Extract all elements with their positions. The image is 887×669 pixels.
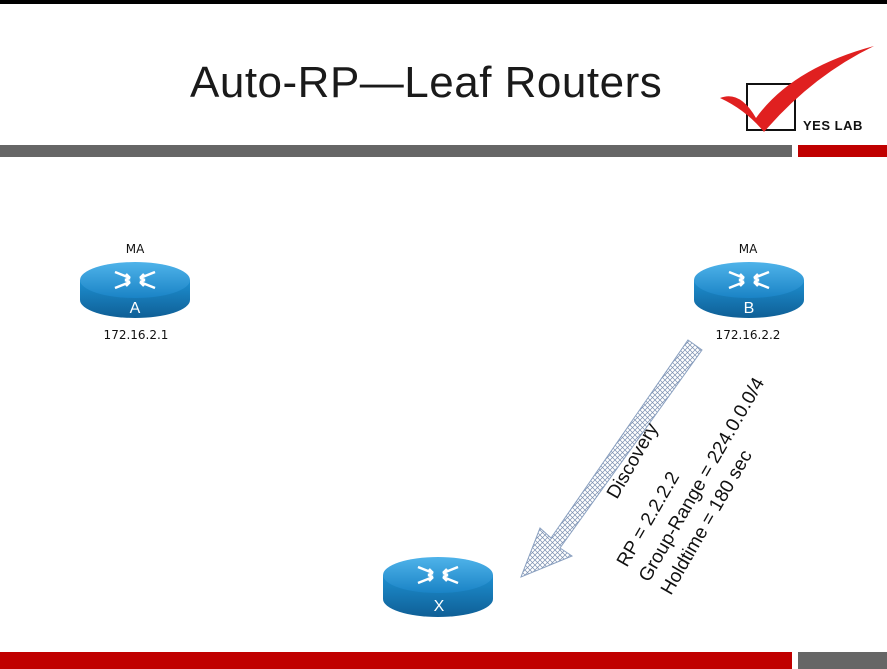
logo-text: YES LAB xyxy=(803,118,863,133)
router-x-icon xyxy=(383,557,493,617)
router-a-role: MA xyxy=(125,242,145,256)
discovery-arrow xyxy=(520,339,703,578)
header-bar-red xyxy=(798,145,887,157)
router-x-letter: X xyxy=(433,598,445,615)
router-a-icon xyxy=(80,262,190,318)
router-b-role: MA xyxy=(738,242,758,256)
footer-bar-gray xyxy=(798,652,887,669)
top-border xyxy=(0,0,887,4)
router-b-letter: B xyxy=(743,300,755,317)
router-a-letter: A xyxy=(129,300,141,317)
footer-bar-red xyxy=(0,652,792,669)
checkmark-icon xyxy=(720,46,874,132)
router-b-address: 172.16.2.2 xyxy=(715,328,781,342)
slide-title: Auto-RP—Leaf Routers xyxy=(190,58,663,107)
router-b-icon xyxy=(694,262,804,318)
router-a-address: 172.16.2.1 xyxy=(103,328,169,342)
yes-lab-logo xyxy=(720,46,874,132)
header-bar-gray xyxy=(0,145,792,157)
